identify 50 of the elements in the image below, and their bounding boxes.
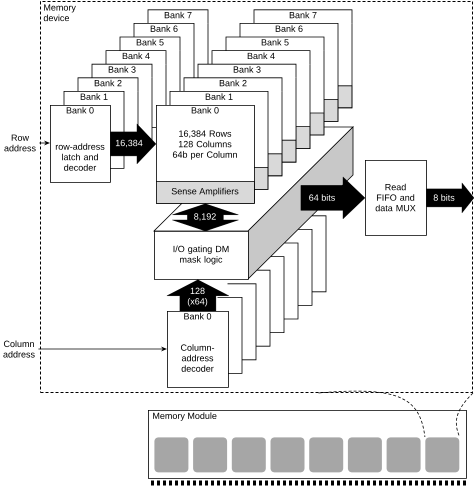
bank-box [310,215,326,292]
signal-label: Column address [3,340,35,358]
bank-box: Bank 4 [106,50,166,65]
node-label: Bank 1 [206,93,233,100]
block-arrow [426,182,474,214]
bank-box [284,242,298,320]
bank-box: Bank 7 [254,9,352,24]
bank-box: Bank 0 Column-address decoder [167,311,229,388]
bank-box: Bank 3 [92,64,152,78]
bank-box [256,270,270,347]
bank-box: Bank 5 [120,36,180,51]
zoom-line [318,390,426,438]
edge-label: 128 (x64) [188,288,208,306]
bank-box [270,256,284,333]
bank-box: Bank 1 [64,91,124,106]
block-arrow [110,124,156,164]
zoom-line [456,392,474,438]
bank-box: Bank 6 [240,23,338,38]
signal-label: Row address [4,134,36,152]
bank-box [217,297,242,374]
memory-chip [386,437,421,472]
sense-amplifier-bar: Sense Amplifiers [156,181,255,204]
logic-block: I/O gating DM mask logic [154,231,249,280]
block-arrow [172,204,239,232]
bank-box: Bank 2 [184,77,282,92]
bank-box [297,229,312,306]
memory-chip [309,437,344,472]
memory-chip [425,437,460,472]
block-arrow [300,176,366,220]
memory-chip [232,437,266,472]
bank-box: Bank 0 row-address latch and decoder [50,105,111,183]
memory-chip [193,437,228,472]
node-label: Bank 2 [220,80,247,86]
edge-label: 16,384 [116,140,142,148]
bank-box: Bank 4 [212,50,310,65]
logic-block: Read FIFO and data MUX [365,160,427,236]
edge-label: 8,192 [194,213,216,221]
bank-box: Bank 7 [148,9,208,24]
memory-chip [154,437,188,472]
edge-label: 64 bits [309,194,335,201]
memory-chip [348,437,382,472]
memory-chip [270,437,304,472]
bank-box: Bank 5 [226,36,324,51]
block-arrow [166,280,230,312]
bank-box [227,283,256,360]
bank-box: Bank 6 [134,23,194,38]
bank-box: Bank 2 [78,77,138,92]
bank-box: Bank 1 [170,91,268,106]
bank-box: Bank 3 [198,64,296,78]
edge-label: 8 bits [434,194,454,201]
